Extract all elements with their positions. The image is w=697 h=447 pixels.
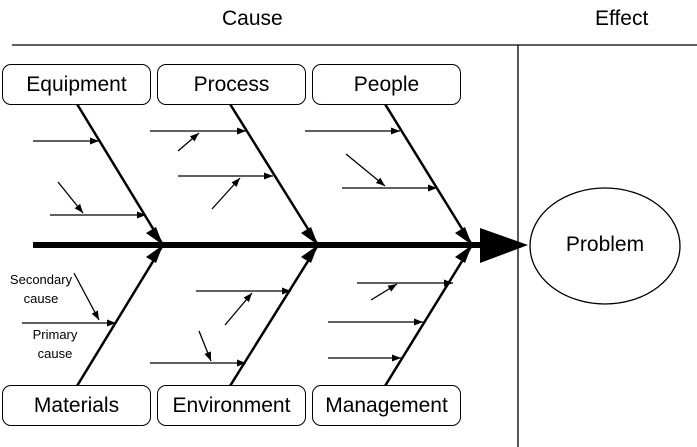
rib-management-head [455, 245, 472, 263]
category-environment: Environment [157, 385, 306, 426]
category-process: Process [157, 64, 306, 105]
secondary-cause-label: Secondary cause [9, 272, 73, 306]
rib-people-head [455, 227, 472, 245]
problem-ellipse [529, 187, 681, 305]
sub-cause-arrow [57, 181, 84, 214]
rib-environment [228, 244, 320, 387]
rib-materials [75, 244, 165, 387]
problem-label: Problem [565, 233, 645, 256]
rib-process [228, 103, 320, 246]
rib-people [383, 103, 474, 246]
cause-header: Cause [222, 7, 283, 30]
category-management: Management [312, 385, 461, 426]
sub-cause-arrow [177, 132, 200, 152]
category-people: People [312, 64, 461, 105]
sub-cause-arrow [198, 330, 212, 362]
rib-materials-head [146, 245, 163, 263]
rib-management [383, 244, 474, 387]
secondary-cause-arrow [73, 272, 100, 321]
sub-cause-arrow [224, 292, 253, 326]
rib-equipment-head [146, 227, 163, 245]
category-equipment: Equipment [2, 64, 151, 105]
effect-header: Effect [595, 7, 649, 30]
sub-cause-arrow [345, 153, 386, 187]
sub-cause-arrow [370, 283, 398, 301]
category-materials: Materials [2, 385, 151, 426]
primary-cause-label: Primary cause [32, 327, 78, 361]
spine-arrowhead [480, 228, 528, 263]
sub-cause-arrow [211, 177, 241, 210]
rib-process-head [301, 227, 318, 245]
rib-equipment [75, 103, 165, 246]
rib-environment-head [301, 245, 318, 263]
